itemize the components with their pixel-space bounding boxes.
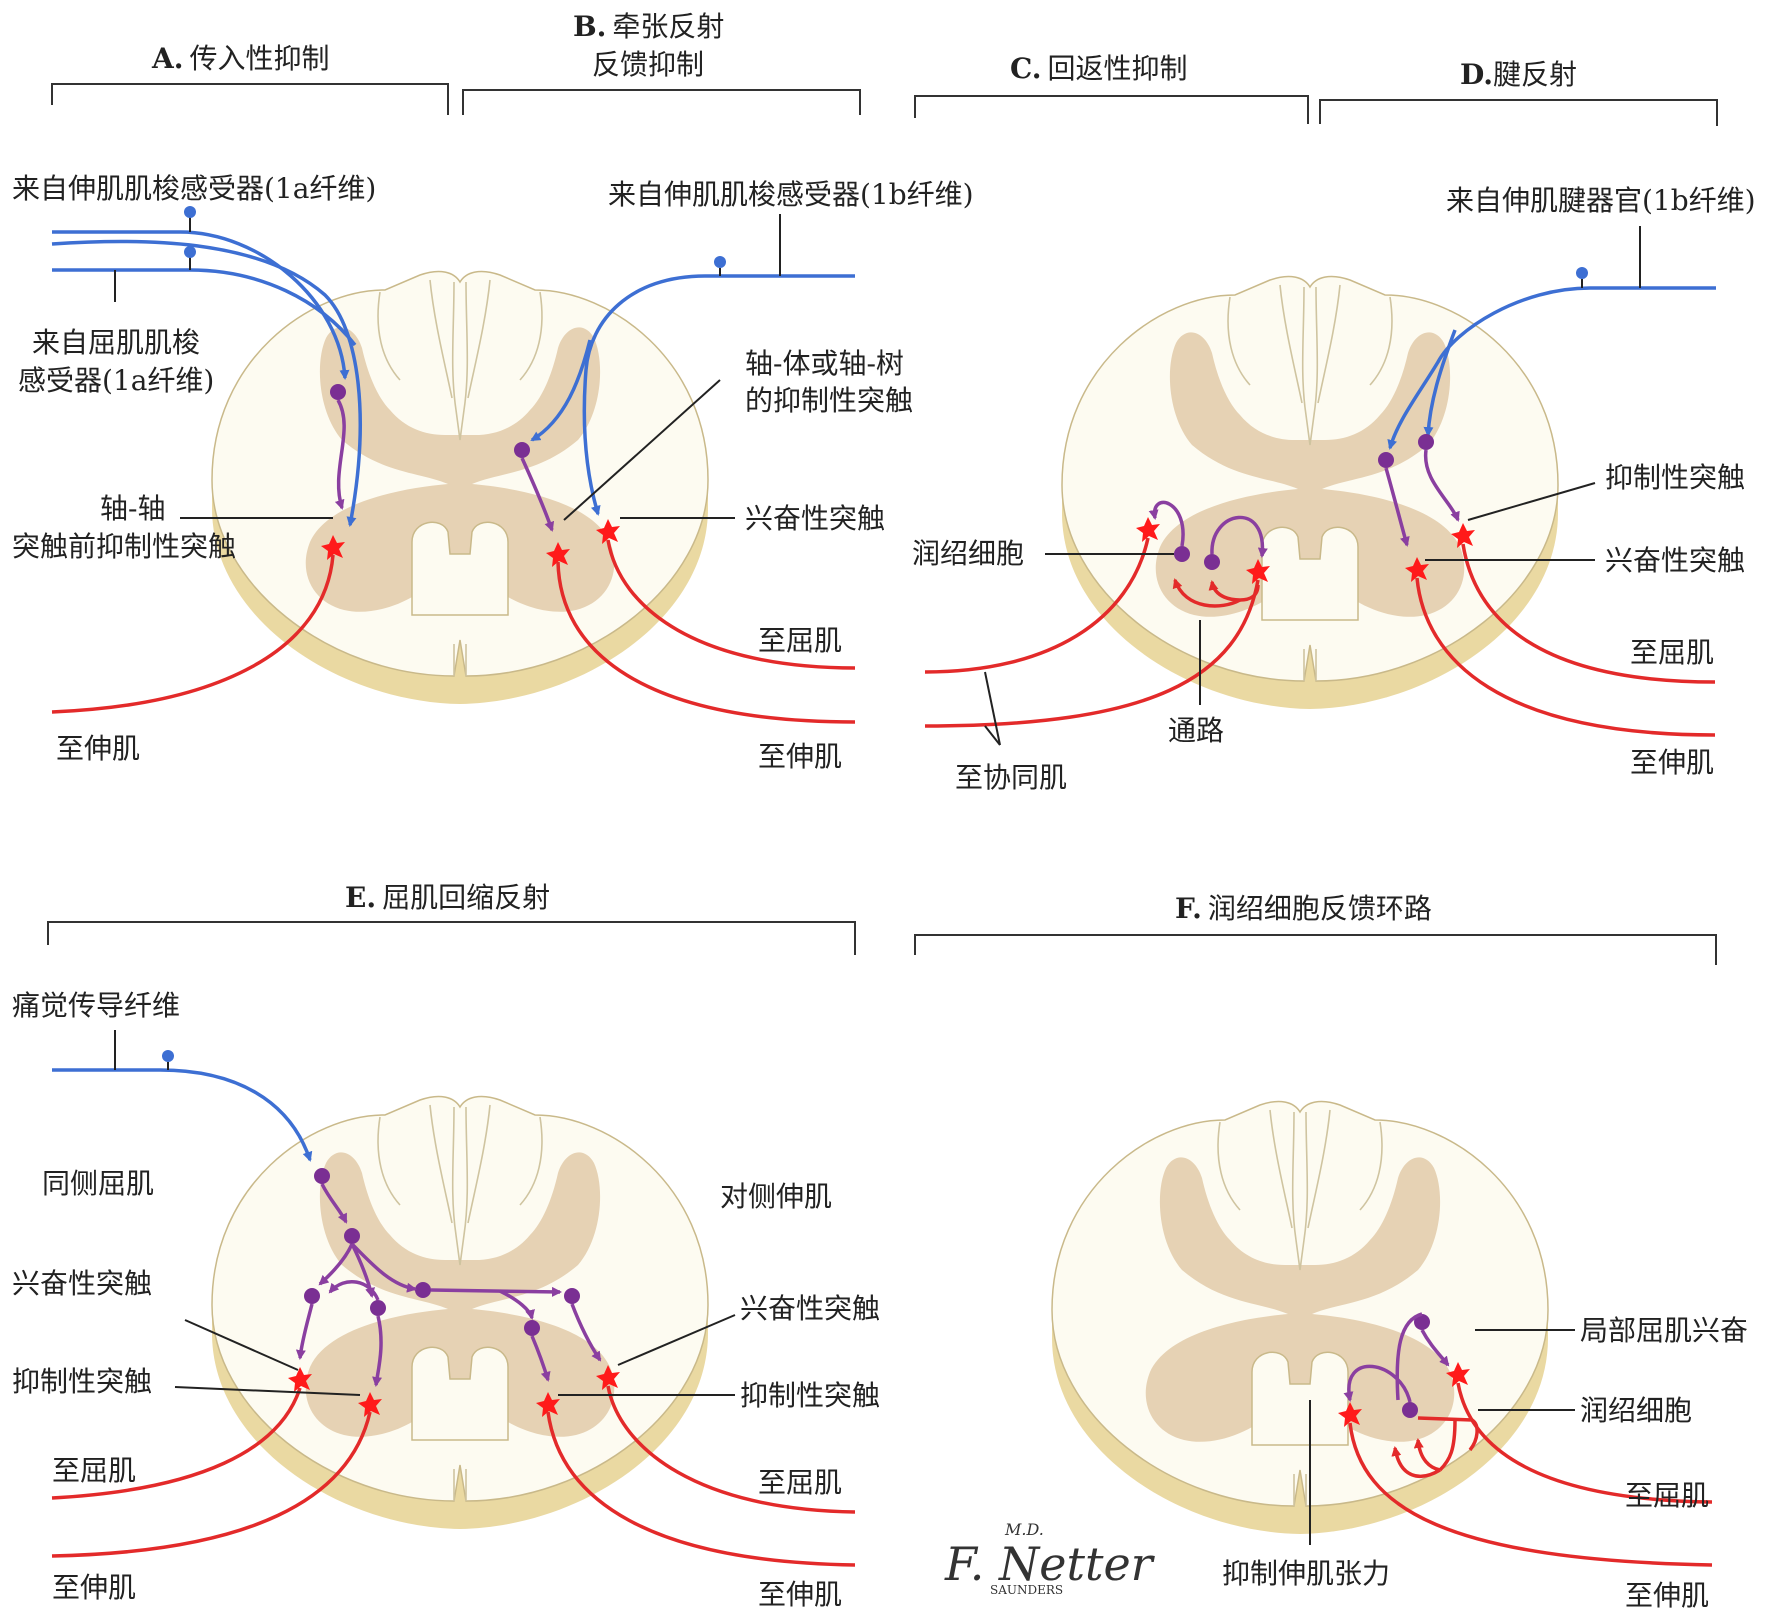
label-e-to-flexor-left: 至屈肌 [52, 1454, 136, 1487]
spinal-cord-section-e [212, 1096, 708, 1529]
label-f-local-flexor: 局部屈肌兴奋 [1580, 1314, 1748, 1347]
label-a-ext-spindle: 来自伸肌肌梭感受器(1a纤维) [12, 172, 376, 205]
label-f-to-flexor: 至屈肌 [1625, 1479, 1709, 1512]
label-e-pain-fiber: 痛觉传导纤维 [12, 989, 180, 1022]
panel-c-header: C.回返性抑制 [915, 52, 1308, 124]
label-f-renshaw: 润绍细胞 [1580, 1394, 1692, 1427]
label-a-axoaxonic-2: 突触前抑制性突触 [12, 530, 236, 563]
label-d-tendon-organ: 来自伸肌腱器官(1b纤维) [1446, 184, 1756, 217]
label-e-inhibitory-left: 抑制性突触 [12, 1365, 152, 1398]
svg-text:SAUNDERS: SAUNDERS [990, 1583, 1063, 1597]
label-d-to-extensor: 至伸肌 [1630, 746, 1714, 779]
svg-text:M.D.: M.D. [1004, 1520, 1044, 1539]
label-b-axosomatic-1: 轴-体或轴-树 [745, 347, 904, 380]
spinal-cord-section-f [1052, 1101, 1548, 1534]
label-d-excitatory: 兴奋性突触 [1605, 544, 1745, 577]
svg-text:F.润绍细胞反馈环路: F.润绍细胞反馈环路 [1175, 892, 1432, 925]
panel-e-header: E.屈肌回缩反射 [48, 881, 855, 955]
label-b-to-extensor: 至伸肌 [758, 740, 842, 773]
svg-text:反馈抑制: 反馈抑制 [592, 48, 704, 81]
label-f-inhibit-extensor-tone: 抑制伸肌张力 [1222, 1557, 1390, 1590]
label-c-to-synergist: 至协同肌 [955, 761, 1067, 794]
label-c-renshaw: 润绍细胞 [912, 537, 1024, 570]
panel-b-header: B.牵张反射 反馈抑制 [463, 10, 860, 115]
label-e-excitatory-right: 兴奋性突触 [740, 1292, 880, 1325]
label-a-flex-spindle-2: 感受器(1a纤维) [18, 364, 214, 397]
label-e-excitatory-left: 兴奋性突触 [12, 1267, 152, 1300]
label-a-axoaxonic-1: 轴-轴 [100, 492, 165, 525]
label-f-to-extensor: 至伸肌 [1625, 1579, 1709, 1612]
label-a-to-extensor: 至伸肌 [56, 732, 140, 765]
label-d-inhibitory: 抑制性突触 [1605, 461, 1745, 494]
panel-a-header: A.传入性抑制 [52, 42, 448, 115]
svg-text:D.腱反射: D.腱反射 [1460, 58, 1577, 91]
label-e-to-extensor-left: 至伸肌 [52, 1571, 136, 1604]
spinal-cord-section-cd [1062, 276, 1558, 709]
netter-signature: F. Netter M.D. SAUNDERS [944, 1520, 1156, 1597]
svg-text:C.回返性抑制: C.回返性抑制 [1010, 52, 1188, 85]
label-b-axosomatic-2: 的抑制性突触 [745, 384, 913, 417]
svg-text:E.屈肌回缩反射: E.屈肌回缩反射 [345, 881, 550, 914]
label-e-to-flexor-right: 至屈肌 [758, 1466, 842, 1499]
svg-text:B.牵张反射: B.牵张反射 [573, 10, 724, 43]
label-d-to-flexor: 至屈肌 [1630, 636, 1714, 669]
label-a-flex-spindle-1: 来自屈肌肌梭 [32, 326, 200, 359]
panel-d-header: D.腱反射 [1320, 58, 1717, 126]
label-e-contra-extensor: 对侧伸肌 [720, 1180, 832, 1213]
label-b-to-flexor: 至屈肌 [758, 624, 842, 657]
spinal-cord-section-ab [212, 271, 708, 704]
svg-text:A.传入性抑制: A.传入性抑制 [151, 42, 330, 75]
label-e-inhibitory-right: 抑制性突触 [740, 1379, 880, 1412]
label-b-ext-spindle: 来自伸肌肌梭感受器(1b纤维) [608, 178, 974, 211]
label-e-ipsi-flexor: 同侧屈肌 [42, 1167, 154, 1200]
label-b-excitatory: 兴奋性突触 [745, 502, 885, 535]
label-e-to-extensor-right: 至伸肌 [758, 1578, 842, 1611]
label-c-pathway: 通路 [1168, 714, 1224, 747]
panel-f-header: F.润绍细胞反馈环路 [915, 892, 1716, 965]
